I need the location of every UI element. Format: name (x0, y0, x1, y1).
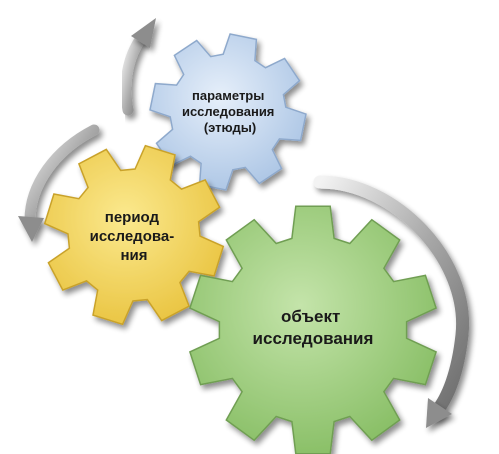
gear-period-line-3: ния (120, 247, 147, 264)
gear-period-line-1: период (105, 209, 160, 226)
gear-period: период исследова- ния (43, 144, 225, 326)
svg-text:параметры исследования: параметры исследования (этюды) (182, 88, 278, 135)
gear-parameters-line-2: исследования (182, 104, 274, 119)
gear-object: объект исследования (188, 205, 438, 454)
arrow-left (18, 124, 100, 242)
gear-object-line-2: исследования (253, 329, 374, 348)
gear-parameters-line-3: (этюды) (204, 120, 256, 135)
gear-parameters-line-1: параметры (192, 88, 264, 103)
arrow-right (313, 175, 470, 428)
svg-text:период исследова-: период исследова- ния (90, 209, 179, 264)
arrow-top (120, 18, 156, 116)
gear-parameters: параметры исследования (этюды) (149, 33, 307, 191)
svg-text:объект исследования: объект исследования (253, 307, 374, 348)
gear-period-line-2: исследова- (90, 228, 175, 245)
gear-object-line-1: объект (281, 307, 340, 326)
